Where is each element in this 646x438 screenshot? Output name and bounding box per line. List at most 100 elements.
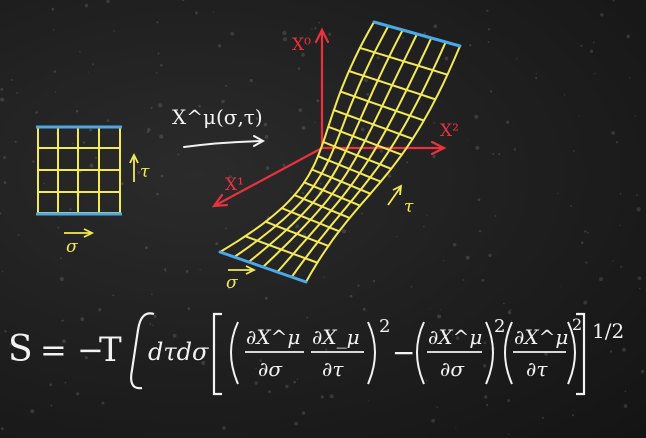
chalk-dust (644, 5, 646, 7)
chalk-dust (165, 270, 167, 272)
chalk-dust (387, 174, 392, 178)
chalk-dust (113, 30, 115, 32)
chalk-dust (293, 380, 297, 384)
eq-paren-1-right (367, 321, 376, 385)
eq-den4: ∂τ (526, 357, 548, 381)
worldsheet-tau-line (303, 181, 361, 207)
left-sigma-arrow (64, 228, 95, 238)
chalk-dust (112, 294, 115, 297)
chalk-dust (69, 208, 72, 211)
chalk-dust (222, 426, 226, 430)
chalk-dust (536, 368, 538, 370)
chalk-dust (159, 134, 164, 139)
chalk-dust (185, 269, 189, 273)
chalk-dust (342, 229, 346, 234)
chalk-dust (255, 117, 259, 120)
chalk-dust (1, 270, 4, 273)
chalk-dust (306, 316, 309, 319)
chalk-dust (560, 286, 562, 288)
chalk-dust (151, 293, 153, 296)
right-sigma-arrow (228, 265, 257, 275)
chalk-dust (357, 284, 360, 287)
eq-left-bracket (212, 312, 222, 396)
chalk-dust (9, 346, 11, 348)
chalk-dust (364, 78, 368, 82)
chalk-dust (469, 44, 472, 47)
map-label: X^μ(σ,τ) (172, 105, 263, 129)
chalk-dust (57, 226, 60, 229)
chalk-dust (156, 21, 159, 24)
chalk-dust (75, 109, 79, 113)
chalk-dust (612, 0, 615, 2)
chalk-dust (157, 52, 160, 55)
eq-square-1: 2 (379, 316, 390, 337)
chalk-dust (89, 128, 93, 132)
chalk-dust (35, 111, 38, 114)
chalk-dust (593, 72, 596, 75)
chalk-dust (160, 174, 164, 178)
worldsheet-bottom-string (218, 250, 308, 284)
worldsheet-tau-line (322, 141, 393, 170)
eq-tension: T (99, 330, 122, 370)
chalk-dust (147, 127, 151, 132)
chalk-dust (172, 333, 177, 338)
worldsheet-tau-line (327, 125, 403, 156)
chalk-dust (563, 94, 566, 96)
chalk-dust (153, 314, 157, 318)
chalk-dust (82, 141, 86, 144)
chalk-dust (362, 307, 366, 311)
chalk-dust (578, 115, 580, 117)
chalk-dust (367, 399, 369, 401)
chalk-dust (494, 215, 497, 217)
chalk-dust (0, 427, 4, 431)
chalk-dust (452, 243, 457, 247)
eq-num3: ∂X^μ (428, 325, 482, 349)
right-sigma-label: σ (226, 273, 238, 293)
chalk-dust (611, 131, 616, 135)
chalk-dust (106, 0, 110, 4)
chalk-dust (101, 401, 105, 405)
chalk-dust (282, 30, 287, 36)
chalk-dust (72, 143, 74, 145)
chalk-dust (352, 144, 355, 146)
chalk-dust (367, 127, 369, 129)
chalk-dust (149, 323, 152, 326)
eq-square-3: 2 (572, 315, 582, 334)
chalk-dust (513, 148, 517, 151)
chalk-dust (402, 36, 405, 39)
eq-num2: ∂X_μ (312, 325, 360, 349)
chalk-dust (265, 166, 270, 170)
eq-den1: ∂σ (258, 357, 283, 381)
parameter-grid (37, 126, 121, 214)
chalk-dust (182, 0, 185, 2)
worldsheet-string-edges (218, 20, 462, 284)
chalk-dust (571, 414, 575, 417)
chalk-dust (443, 260, 445, 262)
chalk-dust (541, 416, 544, 419)
chalk-dust (465, 255, 470, 260)
eq-paren-2-left (416, 321, 425, 385)
chalk-dust (609, 350, 613, 353)
chalk-dust (0, 97, 5, 102)
chalk-dust (626, 34, 630, 39)
worldsheet-sigma-line (262, 33, 418, 268)
chalk-dust (144, 246, 148, 250)
chalk-dust (52, 29, 55, 31)
chalk-dust (10, 79, 13, 81)
chalk-dust (120, 182, 124, 186)
chalk-dust (301, 125, 306, 130)
chalk-dust (483, 341, 487, 345)
chalk-dust (423, 225, 425, 228)
worldsheet-tau-line (348, 70, 437, 101)
left-tau-label: τ (140, 162, 150, 182)
chalk-dust (323, 276, 325, 278)
worldsheet-tau-line (264, 220, 330, 247)
chalk-dust (393, 167, 395, 169)
chalk-dust (0, 212, 2, 215)
chalk-dust (487, 41, 490, 43)
eq-den3: ∂σ (440, 357, 465, 381)
chalk-dust (9, 343, 12, 346)
worldsheet-grid (219, 21, 461, 283)
left-tau-arrow (129, 152, 139, 182)
